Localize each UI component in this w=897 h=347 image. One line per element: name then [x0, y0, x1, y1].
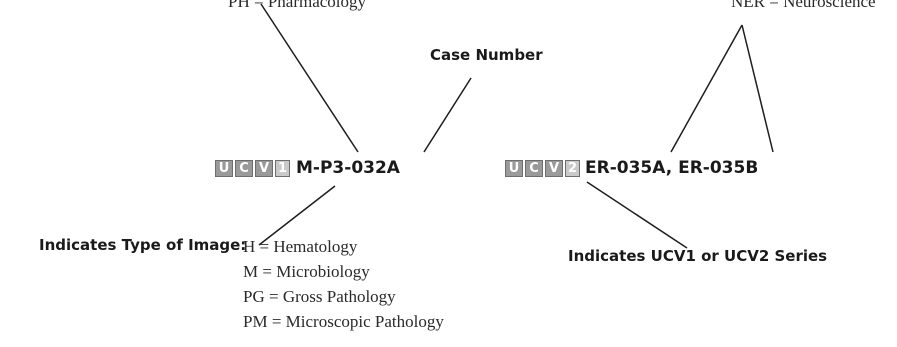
series-label: Indicates UCV1 or UCV2 Series: [568, 247, 828, 265]
badge-number: 1: [275, 160, 290, 177]
image-type-item: PG = Gross Pathology: [243, 287, 396, 306]
line-case-number: [423, 77, 472, 153]
line-type-of-image: [258, 185, 336, 246]
top-right-label: NER = Neuroscience: [731, 0, 876, 11]
badge-letter: U: [505, 160, 523, 177]
image-type-item: PM = Microscopic Pathology: [243, 312, 444, 331]
image-type-item: M = Microbiology: [243, 262, 370, 281]
line-prefix-to-subject: [260, 3, 359, 153]
line-er-b: [741, 24, 774, 153]
example-code-1: M-P3-032A: [296, 158, 400, 178]
image-type-item: H = Hematology: [243, 237, 358, 256]
ucv1-badge: U C V 1: [215, 160, 290, 177]
badge-letter: U: [215, 160, 233, 177]
badge-letter: V: [545, 160, 563, 177]
case-number-label: Case Number: [430, 46, 543, 64]
badge-letter: V: [255, 160, 273, 177]
ucv2-badge: U C V 2: [505, 160, 580, 177]
badge-number: 2: [565, 160, 580, 177]
badge-letter: C: [525, 160, 543, 177]
line-series: [586, 181, 688, 249]
line-er-a: [670, 24, 743, 153]
example-code-2: ER-035A, ER-035B: [585, 158, 759, 178]
image-type-label: Indicates Type of Image:: [39, 236, 247, 254]
top-left-label: PH = Pharmacology: [228, 0, 367, 11]
top-right-label-wrap: NER = Neuroscience: [731, 0, 897, 14]
top-left-label-wrap: PH = Pharmacology: [228, 0, 428, 14]
badge-letter: C: [235, 160, 253, 177]
